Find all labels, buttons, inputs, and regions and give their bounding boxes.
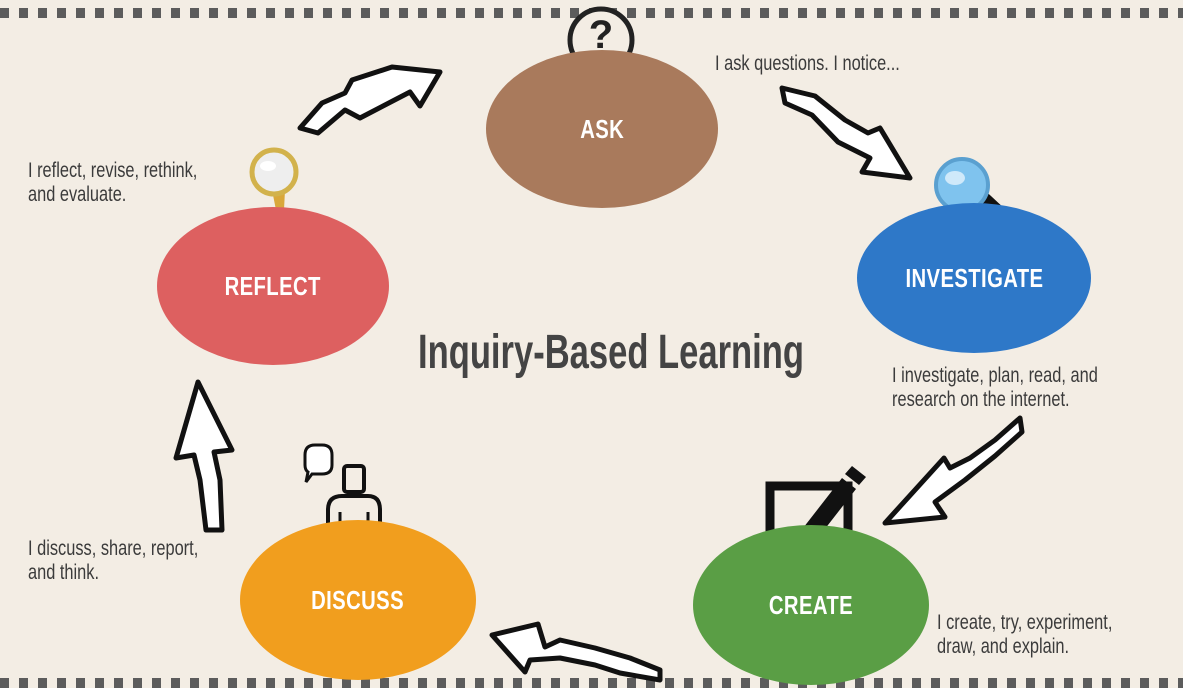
- node-label-reflect: REFLECT: [224, 270, 322, 301]
- node-discuss: DISCUSS: [240, 520, 476, 680]
- node-label-create: CREATE: [768, 589, 854, 620]
- description-discuss: I discuss, share, report, and think.: [28, 537, 199, 584]
- question-mark-glyph: ?: [588, 13, 614, 57]
- arrow-ask-to-investigate: [779, 85, 913, 181]
- node-label-discuss: DISCUSS: [311, 584, 405, 615]
- description-create: I create, try, experiment, draw, and exp…: [937, 611, 1113, 658]
- node-reflect: REFLECT: [157, 207, 389, 365]
- node-label-ask: ASK: [580, 113, 624, 144]
- arrow-discuss-to-reflect: [173, 379, 235, 533]
- description-ask: I ask questions. I notice...: [715, 52, 900, 75]
- diagram-title: Inquiry-Based Learning: [418, 326, 804, 379]
- dotted-border-bottom: [0, 678, 1183, 688]
- node-label-investigate: INVESTIGATE: [904, 262, 1044, 293]
- node-investigate: INVESTIGATE: [857, 203, 1091, 353]
- description-reflect: I reflect, revise, rethink, and evaluate…: [28, 159, 198, 206]
- arrow-reflect-to-ask: [297, 64, 443, 136]
- arrow-create-to-discuss: [489, 621, 663, 683]
- description-investigate: I investigate, plan, read, and research …: [892, 364, 1098, 411]
- node-create: CREATE: [693, 525, 929, 685]
- node-ask: ASK: [486, 50, 718, 208]
- arrow-investigate-to-create: [882, 415, 1025, 526]
